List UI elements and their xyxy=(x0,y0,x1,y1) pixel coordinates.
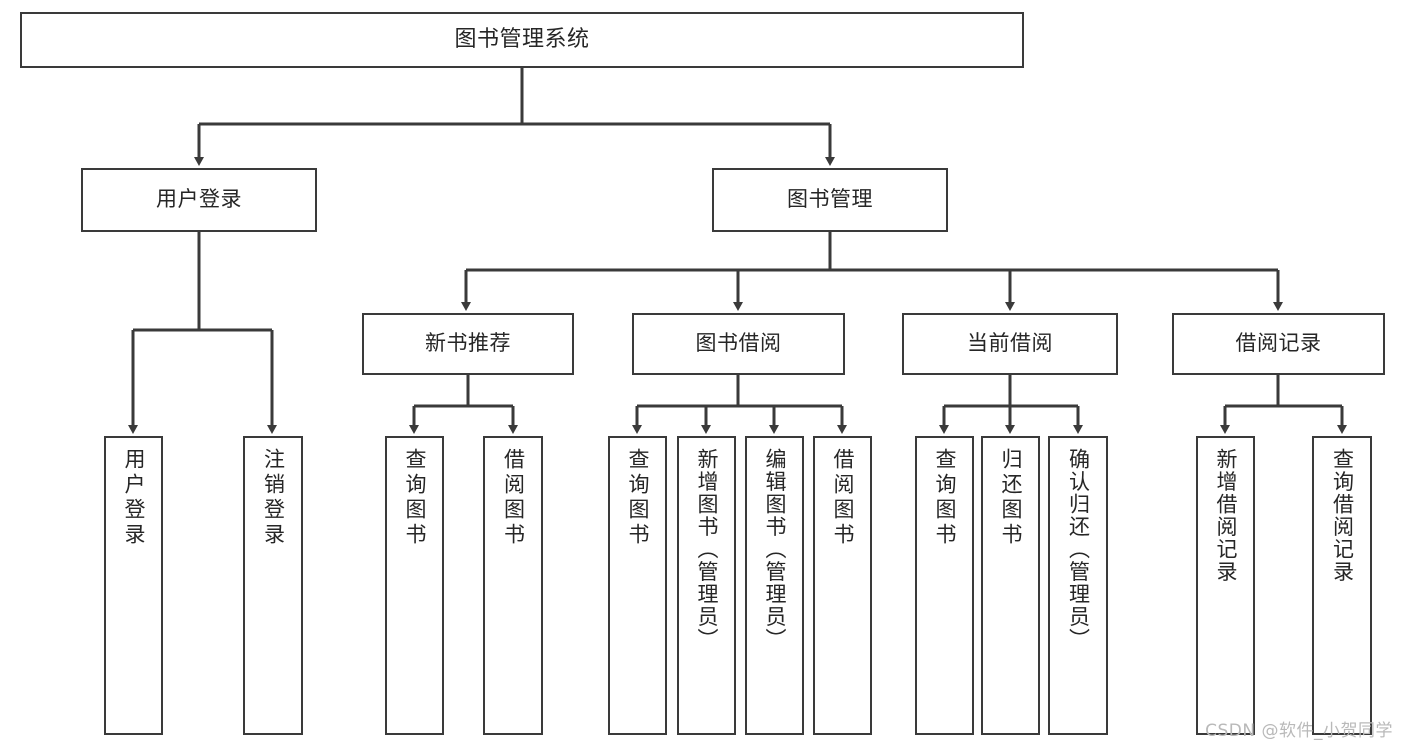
leaf-query-book-borrow[interactable]: 查询图书 xyxy=(608,436,667,735)
node-book-management[interactable]: 图书管理 xyxy=(712,168,948,232)
leaf-borrow-book-new[interactable]: 借阅图书 xyxy=(483,436,543,735)
node-label: 查询图书 xyxy=(625,448,650,548)
node-label: 借阅图书 xyxy=(830,448,855,548)
node-user-login[interactable]: 用户登录 xyxy=(81,168,317,232)
leaf-query-book-current[interactable]: 查询图书 xyxy=(915,436,974,735)
node-label: 编辑图书（管理员） xyxy=(762,448,787,651)
node-current-borrow[interactable]: 当前借阅 xyxy=(902,313,1118,375)
node-label: 查询借阅记录 xyxy=(1330,448,1355,583)
node-new-book-recommend[interactable]: 新书推荐 xyxy=(362,313,574,375)
leaf-add-borrow-record[interactable]: 新增借阅记录 xyxy=(1196,436,1255,735)
node-label: 用户登录 xyxy=(121,448,146,548)
leaf-logout[interactable]: 注销登录 xyxy=(243,436,303,735)
leaf-query-borrow-record[interactable]: 查询借阅记录 xyxy=(1312,436,1372,735)
node-label: 注销登录 xyxy=(261,448,286,548)
node-label: 新书推荐 xyxy=(425,331,511,356)
node-label: 新增借阅记录 xyxy=(1213,448,1238,583)
node-root-book-management-system[interactable]: 图书管理系统 xyxy=(20,12,1024,68)
watermark: CSDN @软件_小贺同学 xyxy=(1205,721,1393,741)
node-borrow-record[interactable]: 借阅记录 xyxy=(1172,313,1385,375)
leaf-query-book-new[interactable]: 查询图书 xyxy=(385,436,444,735)
node-label: 查询图书 xyxy=(932,448,957,548)
leaf-confirm-return-admin[interactable]: 确认归还（管理员） xyxy=(1048,436,1108,735)
node-label: 用户登录 xyxy=(156,187,242,212)
leaf-add-book-admin[interactable]: 新增图书（管理员） xyxy=(677,436,736,735)
node-book-borrow[interactable]: 图书借阅 xyxy=(632,313,845,375)
leaf-user-login[interactable]: 用户登录 xyxy=(104,436,163,735)
leaf-return-book[interactable]: 归还图书 xyxy=(981,436,1040,735)
leaf-borrow-book[interactable]: 借阅图书 xyxy=(813,436,872,735)
node-label: 图书管理 xyxy=(787,187,873,212)
node-label: 新增图书（管理员） xyxy=(694,448,719,651)
node-label: 当前借阅 xyxy=(967,331,1053,356)
node-label: 归还图书 xyxy=(998,448,1023,548)
node-label: 确认归还（管理员） xyxy=(1066,448,1091,651)
node-label: 图书管理系统 xyxy=(454,26,590,52)
node-label: 图书借阅 xyxy=(695,331,782,356)
node-label: 借阅记录 xyxy=(1235,331,1322,356)
leaf-edit-book-admin[interactable]: 编辑图书（管理员） xyxy=(745,436,804,735)
node-label: 借阅图书 xyxy=(501,448,526,548)
node-label: 查询图书 xyxy=(402,448,427,548)
